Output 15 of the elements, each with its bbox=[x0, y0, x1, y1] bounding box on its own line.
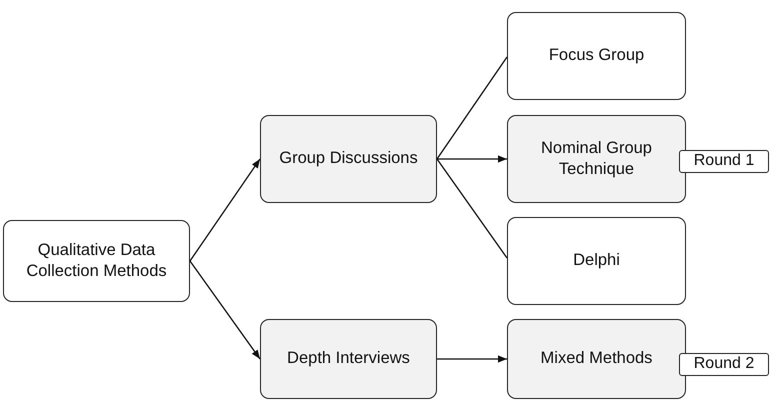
round-tag: Round 2 bbox=[679, 353, 769, 376]
method-box: Focus Group bbox=[507, 12, 686, 100]
connector-line bbox=[436, 56, 508, 160]
arrow bbox=[437, 355, 507, 363]
round-tag: Round 1 bbox=[679, 150, 769, 173]
connector-line bbox=[436, 158, 508, 258]
method-box: Nominal Group Technique bbox=[507, 115, 686, 203]
arrow bbox=[189, 158, 261, 262]
method-box: Depth Interviews bbox=[260, 319, 437, 399]
method-box: Qualitative Data Collection Methods bbox=[3, 220, 190, 302]
arrow bbox=[189, 260, 261, 360]
method-box: Group Discussions bbox=[260, 115, 437, 203]
method-box: Delphi bbox=[507, 217, 686, 305]
method-box: Mixed Methods bbox=[507, 319, 686, 399]
arrow bbox=[437, 155, 507, 163]
